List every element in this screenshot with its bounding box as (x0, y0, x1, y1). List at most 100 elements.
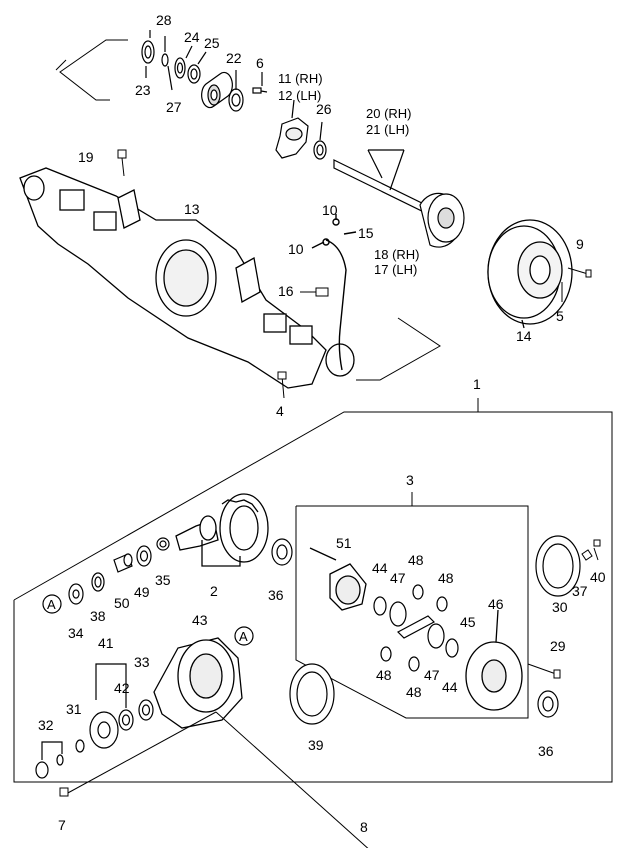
bearing-25 (187, 51, 207, 84)
callout-13: 13 (184, 201, 200, 217)
bearing-36-lower (537, 690, 559, 718)
side-gear-and-pinions (373, 584, 459, 672)
ref-mark-refa2: A (239, 629, 248, 644)
seal-22 (228, 70, 244, 112)
bearing-38 (91, 572, 105, 592)
callout-8: 8 (360, 819, 368, 835)
callout-25: 25 (204, 35, 220, 51)
callout-41: 41 (98, 635, 114, 651)
seal-33 (138, 699, 154, 721)
callout-37: 37 (572, 583, 588, 599)
callout-36a: 36 (268, 587, 284, 603)
brake-disc-14 (487, 219, 573, 329)
diff-case-half-46 (465, 609, 523, 711)
bearing-36-upper (271, 538, 293, 566)
washer-34 (68, 583, 84, 605)
callout-18: 18 (RH) (374, 247, 420, 262)
callout-1: 1 (473, 376, 481, 392)
callout-35: 35 (155, 572, 171, 588)
oil-seal-23 (141, 30, 155, 78)
callout-48c: 48 (376, 667, 392, 683)
hub-parts-group-outline (55, 39, 128, 101)
diff-case-subassembly-frame (295, 492, 529, 719)
bearing-retainer-24 (174, 45, 193, 79)
leader-lines-bolts (65, 711, 369, 848)
callout-29: 29 (550, 638, 566, 654)
callout-46: 46 (488, 596, 504, 612)
pinion-gear-2 (175, 515, 241, 567)
callout-21: 21 (LH) (366, 122, 409, 137)
ref-circle-a1 (42, 594, 62, 614)
callout-44b: 44 (442, 679, 458, 695)
callout-36b: 36 (538, 743, 554, 759)
lock-plate-37-40 (581, 539, 601, 561)
callout-44a: 44 (372, 560, 388, 576)
bolt-6 (252, 72, 268, 94)
ref-circle-a2 (234, 626, 254, 646)
callout-27: 27 (166, 99, 182, 115)
callout-39: 39 (308, 737, 324, 753)
callout-51: 51 (336, 535, 352, 551)
callout-2: 2 (210, 583, 218, 599)
right-end-dashed-outline (356, 317, 441, 381)
callout-10a: 10 (322, 202, 338, 218)
callout-26: 26 (316, 101, 332, 117)
shim-30 (535, 535, 581, 597)
callout-9: 9 (576, 236, 584, 252)
ref-mark-refa1: A (47, 597, 56, 612)
callout-16: 16 (278, 283, 294, 299)
callout-28: 28 (156, 12, 172, 28)
bearing-22 (201, 71, 233, 109)
callout-48d: 48 (406, 684, 422, 700)
spacer-50 (113, 553, 133, 573)
callout-34: 34 (68, 625, 84, 641)
callout-24: 24 (184, 29, 200, 45)
callout-30: 30 (552, 599, 568, 615)
ring-gear-2 (219, 493, 269, 563)
snap-ring-28 (161, 36, 173, 91)
bleeder-19 (117, 149, 127, 177)
callout-48a: 48 (408, 552, 424, 568)
nut-32 (35, 741, 64, 779)
callout-23: 23 (135, 82, 151, 98)
callout-15: 15 (358, 225, 374, 241)
axle-shaft-20-21 (333, 149, 465, 248)
carrier-housing-43 (153, 637, 243, 729)
callout-5: 5 (556, 308, 564, 324)
callout-47b: 47 (424, 667, 440, 683)
callout-49: 49 (134, 584, 150, 600)
callout-14: 14 (516, 328, 532, 344)
callout-19: 19 (78, 149, 94, 165)
callout-12: 12 (LH) (278, 88, 321, 103)
callout-10b: 10 (288, 241, 304, 257)
diff-case-51 (309, 547, 367, 611)
bearing-case-11-12 (275, 99, 309, 159)
brake-hose-17-18 (311, 214, 357, 371)
callout-17: 17 (LH) (374, 262, 417, 277)
callout-38: 38 (90, 608, 106, 624)
callout-32: 32 (38, 717, 54, 733)
bolt-7 (59, 787, 69, 797)
callout-7: 7 (58, 817, 66, 833)
screw-9 (567, 267, 592, 278)
nut-35 (156, 537, 170, 551)
clip-16 (300, 287, 329, 297)
callout-50: 50 (114, 595, 130, 611)
callout-3: 3 (406, 472, 414, 488)
callout-20: 20 (RH) (366, 106, 412, 121)
callout-48b: 48 (438, 570, 454, 586)
callout-33: 33 (134, 654, 150, 670)
seal-26 (313, 121, 327, 160)
callout-40: 40 (590, 569, 606, 585)
callout-22: 22 (226, 50, 242, 66)
callout-11: 11 (RH) (278, 71, 323, 86)
companion-flange-41 (89, 663, 127, 749)
callout-43: 43 (192, 612, 208, 628)
callout-31: 31 (66, 701, 82, 717)
callout-47a: 47 (390, 570, 406, 586)
callout-4: 4 (276, 403, 284, 419)
gasket-39 (289, 663, 335, 725)
bolt-29 (527, 663, 561, 679)
